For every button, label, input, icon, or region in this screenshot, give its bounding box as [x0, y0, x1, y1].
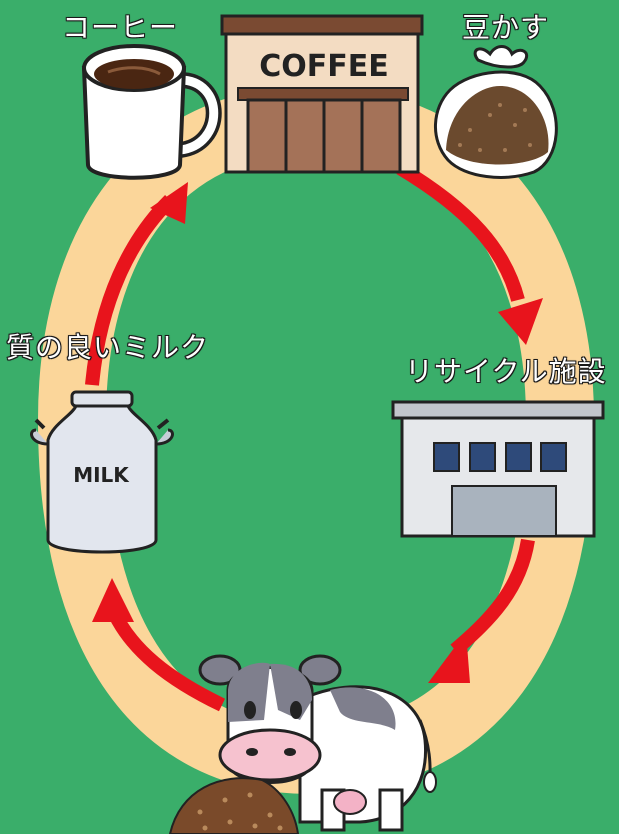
recycling-facility-icon — [391, 400, 605, 538]
arrow-shop-to-recycling — [396, 161, 525, 302]
coffee-grounds-bag-icon — [434, 45, 558, 179]
arrow-cow-to-milk — [105, 605, 226, 712]
cow-icon — [198, 654, 437, 832]
shop-sign-text: COFFEE — [259, 49, 389, 84]
milk-can-label: MILK — [73, 463, 130, 487]
arrowhead-coffee — [150, 182, 188, 224]
label-coffee: コーヒー — [61, 10, 179, 45]
label-quality-milk: 質の良いミルク — [5, 330, 210, 365]
cycle-arrows — [85, 161, 535, 712]
arrowhead-milk — [92, 578, 134, 622]
label-coffee-grounds: 豆かす — [461, 10, 550, 45]
feed-pile-icon — [168, 777, 300, 834]
label-recycling-facility: リサイクル施設 — [404, 354, 607, 389]
arrowhead-recycling — [498, 298, 543, 345]
coffee-shop-icon: COFFEE — [220, 14, 424, 174]
milk-can-icon: MILK — [30, 390, 174, 554]
coffee-mug-icon — [81, 44, 222, 180]
arrowhead-cow — [428, 632, 470, 683]
arrow-milk-to-coffee — [85, 195, 175, 386]
